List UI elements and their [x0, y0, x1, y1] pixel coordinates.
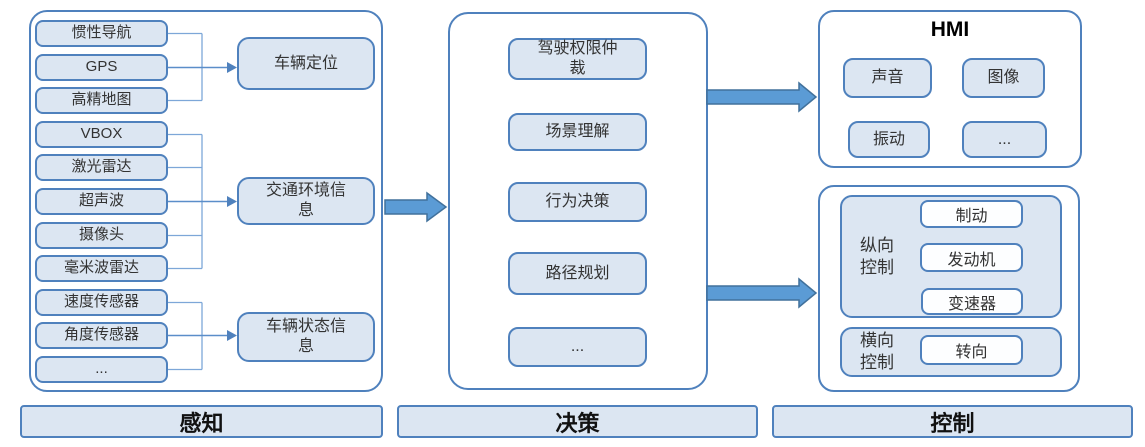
decision-box-path-planning: 路径规划 [508, 252, 647, 295]
decision-box-ellipsis: ... [508, 327, 647, 367]
agg-box-vehicle-positioning: 车辆定位 [237, 37, 375, 90]
sensor-box-inertial-nav: 惯性导航 [35, 20, 168, 47]
flow-arrow-decision-to-control [706, 277, 818, 309]
sensor-box-speed-sensor: 速度传感器 [35, 289, 168, 316]
sensor-box-gps: GPS [35, 54, 168, 81]
decision-box-authority-arbitration: 驾驶权限仲 裁 [508, 38, 647, 80]
arrowhead-vehicle-positioning [227, 62, 237, 73]
section-bar-decision: 决策 [397, 405, 758, 438]
sensor-box-mmwave-radar: 毫米波雷达 [35, 255, 168, 282]
flow-arrow-decision-to-hmi [706, 81, 818, 113]
control-box-transmission: 变速器 [921, 288, 1023, 315]
sensor-box-ultrasonic: 超声波 [35, 188, 168, 215]
hmi-title: HMI [930, 18, 970, 41]
arrowhead-traffic-environment [227, 196, 237, 207]
decision-box-behavior-decision: 行为决策 [508, 182, 647, 222]
section-bar-perception: 感知 [20, 405, 383, 438]
flow-arrow-perception-to-decision [384, 191, 448, 223]
sensor-box-lidar: 激光雷达 [35, 154, 168, 181]
hmi-box-ellipsis: ... [962, 121, 1047, 158]
hmi-box-image: 图像 [962, 58, 1045, 98]
hmi-box-sound: 声音 [843, 58, 932, 98]
decision-box-scene-understanding: 场景理解 [508, 113, 647, 151]
sensor-box-vbox: VBOX [35, 121, 168, 148]
hmi-box-vibration: 振动 [848, 121, 930, 158]
control-box-brake: 制动 [920, 200, 1023, 228]
arrowhead-vehicle-state [227, 330, 237, 341]
aggregation-arrow-lines [168, 66, 228, 337]
section-bar-control: 控制 [772, 405, 1133, 438]
agg-box-vehicle-state: 车辆状态信 息 [237, 312, 375, 362]
sensor-box-camera: 摄像头 [35, 222, 168, 249]
agg-box-traffic-environment: 交通环境信 息 [237, 177, 375, 225]
sensor-box-angle-sensor: 角度传感器 [35, 322, 168, 349]
longitudinal-control-label: 纵向 控制 [860, 235, 894, 277]
lateral-control-label: 横向 控制 [860, 330, 894, 372]
sensor-box-ellipsis: ... [35, 356, 168, 383]
sensor-box-hd-map: 高精地图 [35, 87, 168, 114]
control-box-steering: 转向 [920, 335, 1023, 365]
control-box-engine: 发动机 [920, 243, 1023, 272]
